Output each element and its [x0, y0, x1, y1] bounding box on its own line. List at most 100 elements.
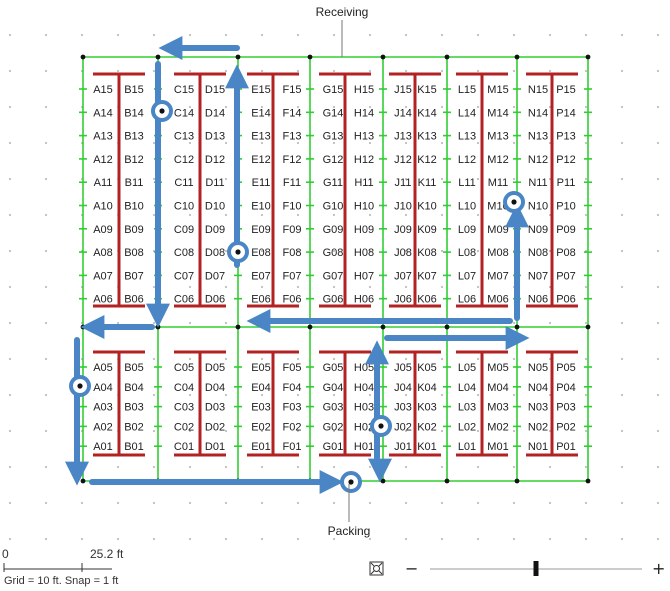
pick-stop-marker[interactable] — [227, 241, 249, 263]
grid-dot — [333, 70, 335, 72]
pick-stop-marker[interactable] — [151, 100, 173, 122]
slot-label: N14 — [528, 107, 548, 119]
grid-dot — [261, 394, 263, 396]
grid-dot — [297, 214, 299, 216]
grid-dot — [621, 70, 623, 72]
grid-dot — [513, 34, 515, 36]
grid-dot — [333, 430, 335, 432]
grid-dot — [153, 214, 155, 216]
slot-label: P07 — [556, 270, 576, 282]
slot-label: E10 — [251, 201, 271, 213]
slot-label: D02 — [205, 421, 225, 433]
zoom-slider[interactable] — [430, 561, 642, 576]
grid-dot — [45, 250, 47, 252]
grid-dot — [225, 286, 227, 288]
slot-label: E04 — [251, 382, 271, 394]
grid-dot — [333, 142, 335, 144]
slot-label: C06 — [174, 294, 194, 306]
zoom-out-button[interactable]: − — [405, 559, 419, 578]
rack — [319, 350, 371, 457]
pick-stop-marker[interactable] — [69, 375, 91, 397]
slot-label: A12 — [93, 154, 113, 166]
grid-dot — [477, 70, 479, 72]
slot-label: J03 — [394, 402, 412, 414]
pick-stop-marker[interactable] — [340, 471, 362, 493]
grid-dot — [477, 394, 479, 396]
slot-label: F12 — [283, 154, 302, 166]
slot-label: L14 — [458, 107, 476, 119]
grid-dot — [477, 538, 479, 540]
grid-dot — [225, 34, 227, 36]
grid-dot — [585, 142, 587, 144]
grid-dot — [405, 466, 407, 468]
zoom-slider-thumb[interactable] — [533, 561, 539, 576]
grid-dot — [261, 34, 263, 36]
grid-dot — [549, 250, 551, 252]
aisle-node — [307, 324, 313, 330]
grid-dot — [513, 358, 515, 360]
grid-dot — [333, 34, 335, 36]
grid-dot — [189, 466, 191, 468]
grid-dot — [333, 178, 335, 180]
slot-label: J02 — [394, 421, 412, 433]
grid-dot — [513, 538, 515, 540]
slot-label: B10 — [124, 201, 144, 213]
rack — [174, 350, 226, 457]
slot-label: H08 — [354, 247, 374, 259]
slot-label: L02 — [458, 421, 476, 433]
slot-label: J14 — [394, 107, 412, 119]
slot-label: C04 — [174, 382, 194, 394]
slot-label: A15 — [93, 84, 113, 96]
aisle-node — [235, 324, 241, 330]
slot-label: F15 — [283, 84, 302, 96]
packing-label: Packing — [328, 524, 371, 538]
slot-label: P09 — [556, 224, 576, 236]
zoom-in-button[interactable]: + — [652, 559, 666, 578]
slot-label: P12 — [556, 154, 576, 166]
grid-dot — [9, 430, 11, 432]
slot-label: A10 — [93, 201, 113, 213]
fit-to-view-icon[interactable] — [369, 561, 384, 576]
slot-label: N06 — [528, 294, 548, 306]
slot-label: N03 — [528, 402, 548, 414]
slot-label: K07 — [417, 270, 437, 282]
grid-dot — [9, 34, 11, 36]
slot-label: M02 — [487, 421, 508, 433]
slot-label: M08 — [487, 247, 508, 259]
slot-label: D06 — [205, 294, 225, 306]
slot-label: N07 — [528, 270, 548, 282]
grid-dot — [513, 142, 515, 144]
grid-dot — [441, 358, 443, 360]
grid-dot — [117, 502, 119, 504]
grid-dot — [225, 502, 227, 504]
pick-stop-marker[interactable] — [370, 415, 392, 437]
grid-dot — [657, 466, 659, 468]
grid-dot — [369, 466, 371, 468]
slot-label: B07 — [124, 270, 144, 282]
grid-dot — [657, 214, 659, 216]
aisle-node — [444, 54, 450, 60]
grid-dot — [441, 70, 443, 72]
grid-dot — [9, 538, 11, 540]
grid-dot — [549, 538, 551, 540]
grid-dot — [441, 34, 443, 36]
slot-label: M03 — [487, 402, 508, 414]
grid-dot — [225, 178, 227, 180]
slot-label: G14 — [323, 107, 344, 119]
grid-dot — [153, 142, 155, 144]
grid-dot — [45, 286, 47, 288]
grid-dot — [513, 322, 515, 324]
grid-dot — [45, 502, 47, 504]
rack — [319, 72, 371, 308]
grid-dot — [261, 70, 263, 72]
grid-dot — [441, 538, 443, 540]
grid-dot — [621, 106, 623, 108]
slot-label: G01 — [323, 441, 344, 453]
grid-dot — [441, 214, 443, 216]
slot-label: H09 — [354, 224, 374, 236]
grid-dot — [297, 142, 299, 144]
grid-dot — [189, 250, 191, 252]
slot-label: D01 — [205, 441, 225, 453]
pick-stop-marker[interactable] — [503, 191, 525, 213]
